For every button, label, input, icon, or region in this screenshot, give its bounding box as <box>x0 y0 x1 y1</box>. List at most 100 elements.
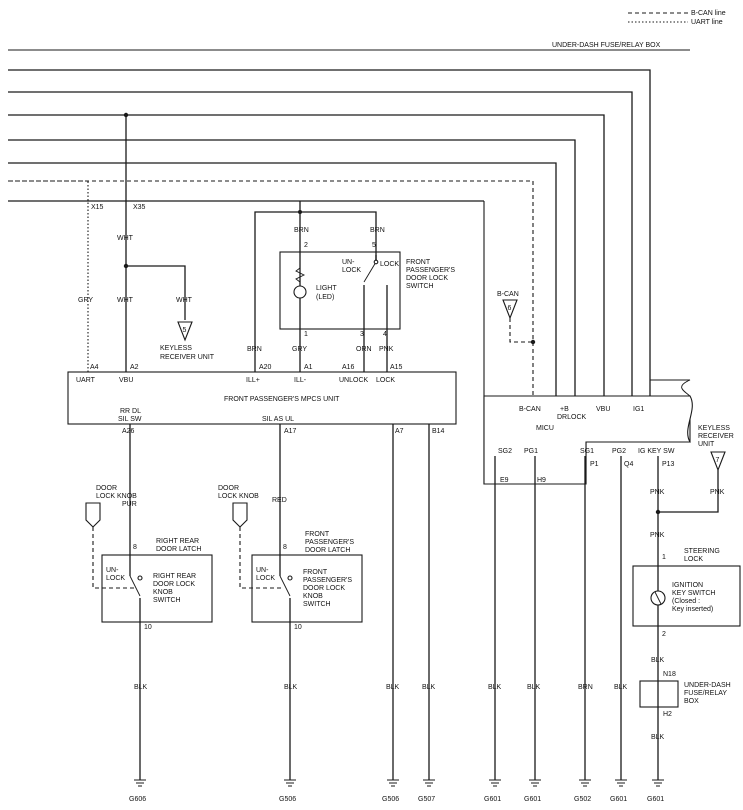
front-switch-title3: DOOR LOCK <box>406 275 448 282</box>
ground-icon <box>489 779 501 787</box>
front-passenger-door-lock-switch: BRN BRN 2 5 LIGHT (LED) UN- LOCK LOCK FR… <box>247 201 455 372</box>
mpcs-unlock: UNLOCK <box>339 377 369 384</box>
front-switch-lock: LOCK <box>380 261 399 268</box>
steering-title1: STEERING <box>684 548 720 555</box>
steering-lock: PNK PNK 1 STEERING LOCK IGNITION KEY SWI… <box>632 456 741 780</box>
under-dash-fuse-box-2: N18 UNDER-DASH FUSE/RELAY BOX H2 BLK <box>639 671 731 741</box>
light-label1: LIGHT <box>316 285 337 292</box>
mpcs-pin-a20: A20 <box>259 364 272 371</box>
wire-gry-1: GRY <box>78 297 93 304</box>
fp-knob-label2: LOCK KNOB <box>218 493 259 500</box>
wire-wht-2: WHT <box>117 297 134 304</box>
bcan-ref-num: 6 <box>508 305 512 312</box>
ground-icon <box>579 779 591 787</box>
micu-pin-p1: P1 <box>590 461 599 468</box>
fp-sw3: DOOR LOCK <box>303 585 345 592</box>
wire-blk-g606: BLK <box>134 684 148 691</box>
micu-ig-key-sw: IG KEY SW <box>638 448 675 455</box>
ground-g601a: G601 <box>484 796 501 803</box>
micu-unit: B-CAN +B DRLOCK VBU IG1 MICU SG2 PG1 SG1… <box>483 201 693 485</box>
ground-g606: G606 <box>129 796 146 803</box>
rr-sw4: SWITCH <box>153 597 181 604</box>
ground-symbols: G606 G506 G506 G507 G601 G601 G502 G601 … <box>129 779 664 803</box>
wire-pur: PUR <box>122 501 137 508</box>
wire-pnk-recv: PNK <box>710 489 725 496</box>
front-switch-unlock1: UN- <box>342 259 355 266</box>
micu-pg1: PG1 <box>524 448 538 455</box>
rr-title1: RIGHT REAR <box>156 538 199 545</box>
mpcs-pin-b14: B14 <box>432 428 445 435</box>
micu-sg2: SG2 <box>498 448 512 455</box>
front-switch-title2: PASSENGER'S <box>406 267 455 274</box>
rr-sw1: RIGHT REAR <box>153 573 196 580</box>
fp-pin-10: 10 <box>294 624 302 631</box>
pin-2: 2 <box>304 242 308 249</box>
steering-pin-1: 1 <box>662 554 666 561</box>
ground-g506a: G506 <box>279 796 296 803</box>
fp-pin-8: 8 <box>283 544 287 551</box>
fuse-box-title: UNDER-DASH FUSE/RELAY BOX <box>552 42 661 49</box>
fusebox2-label3: BOX <box>684 698 699 705</box>
wire-pnk-p13: PNK <box>650 489 665 496</box>
front-switch-title1: FRONT <box>406 259 431 266</box>
pin-5: 5 <box>372 242 376 249</box>
micu-plus-b: +B <box>560 406 569 413</box>
micu-sg1: SG1 <box>580 448 594 455</box>
wire-blk-h2: BLK <box>651 734 665 741</box>
micu-pg2: PG2 <box>612 448 626 455</box>
fp-sw2: PASSENGER'S <box>303 577 352 584</box>
keyless-receiver-right: KEYLESS RECEIVER UNIT 7 PNK <box>655 425 734 515</box>
fp-unlock1: UN- <box>256 567 269 574</box>
right-rear-door-latch: DOOR LOCK KNOB PUR 8 RIGHT REAR DOOR LAT… <box>85 424 213 780</box>
mpcs-sil-sw: SIL SW <box>118 416 142 423</box>
wire-wht-3: WHT <box>176 297 193 304</box>
mpcs-feed-wires: X15 X35 WHT WHT GRY WHT 5 KEYLESS RECEIV… <box>78 112 215 372</box>
fp-sw4: KNOB <box>303 593 323 600</box>
front-switch-unlock2: LOCK <box>342 267 361 274</box>
rr-unlock1: UN- <box>106 567 119 574</box>
fusebox2-h2: H2 <box>663 711 672 718</box>
ground-g506b: G506 <box>382 796 399 803</box>
ground-g601b: G601 <box>524 796 541 803</box>
ground-icon <box>615 779 627 787</box>
mpcs-title: FRONT PASSENGER'S MPCS UNIT <box>224 396 340 403</box>
wire-gry-a1: GRY <box>292 346 307 353</box>
rr-unlock2: LOCK <box>106 575 125 582</box>
rr-knob-label1: DOOR <box>96 485 117 492</box>
keyless-right-label1: KEYLESS <box>698 425 730 432</box>
terminal-x15: X15 <box>91 204 104 211</box>
micu-pin-p13: P13 <box>662 461 675 468</box>
mpcs-pin-a7: A7 <box>395 428 404 435</box>
fp-title2: PASSENGER'S <box>305 539 354 546</box>
wire-pnk-a15: PNK <box>379 346 394 353</box>
front-switch-title4: SWITCH <box>406 283 434 290</box>
pin-1: 1 <box>304 331 308 338</box>
keyless-left-label1: KEYLESS <box>160 345 192 352</box>
rr-title2: DOOR LATCH <box>156 546 201 553</box>
rr-pin-10: 10 <box>144 624 152 631</box>
mpcs-pin-a17: A17 <box>284 428 297 435</box>
ground-icon <box>387 779 399 787</box>
pin-4: 4 <box>383 331 387 338</box>
wire-blk-b14: BLK <box>422 684 436 691</box>
fp-knob-label1: DOOR <box>218 485 239 492</box>
fusebox2-label2: FUSE/RELAY <box>684 690 727 697</box>
wire-brn-p1: BRN <box>578 684 593 691</box>
ignition-sw2: KEY SWITCH <box>672 590 715 597</box>
wire-brn-a20: BRN <box>247 346 262 353</box>
fp-title3: DOOR LATCH <box>305 547 350 554</box>
micu-drlock: DRLOCK <box>557 414 587 421</box>
front-passenger-door-latch: DOOR LOCK KNOB RED 8 FRONT PASSENGER'S D… <box>218 424 363 780</box>
rr-sw3: KNOB <box>153 589 173 596</box>
ground-icon <box>134 779 146 787</box>
ground-g601d: G601 <box>647 796 664 803</box>
front-passenger-mpcs-unit: FRONT PASSENGER'S MPCS UNIT A4 A2 A20 A1… <box>67 364 457 435</box>
legend-bcan-label: B-CAN line <box>691 10 726 17</box>
terminal-x35: X35 <box>133 204 146 211</box>
micu-pin-q4: Q4 <box>624 461 633 468</box>
pin-3: 3 <box>360 331 364 338</box>
bcan-ref-label: B-CAN <box>497 291 519 298</box>
micu-bcan: B-CAN <box>519 406 541 413</box>
micu-vbu: VBU <box>596 406 610 413</box>
ignition-sw3: (Closed : <box>672 598 700 605</box>
